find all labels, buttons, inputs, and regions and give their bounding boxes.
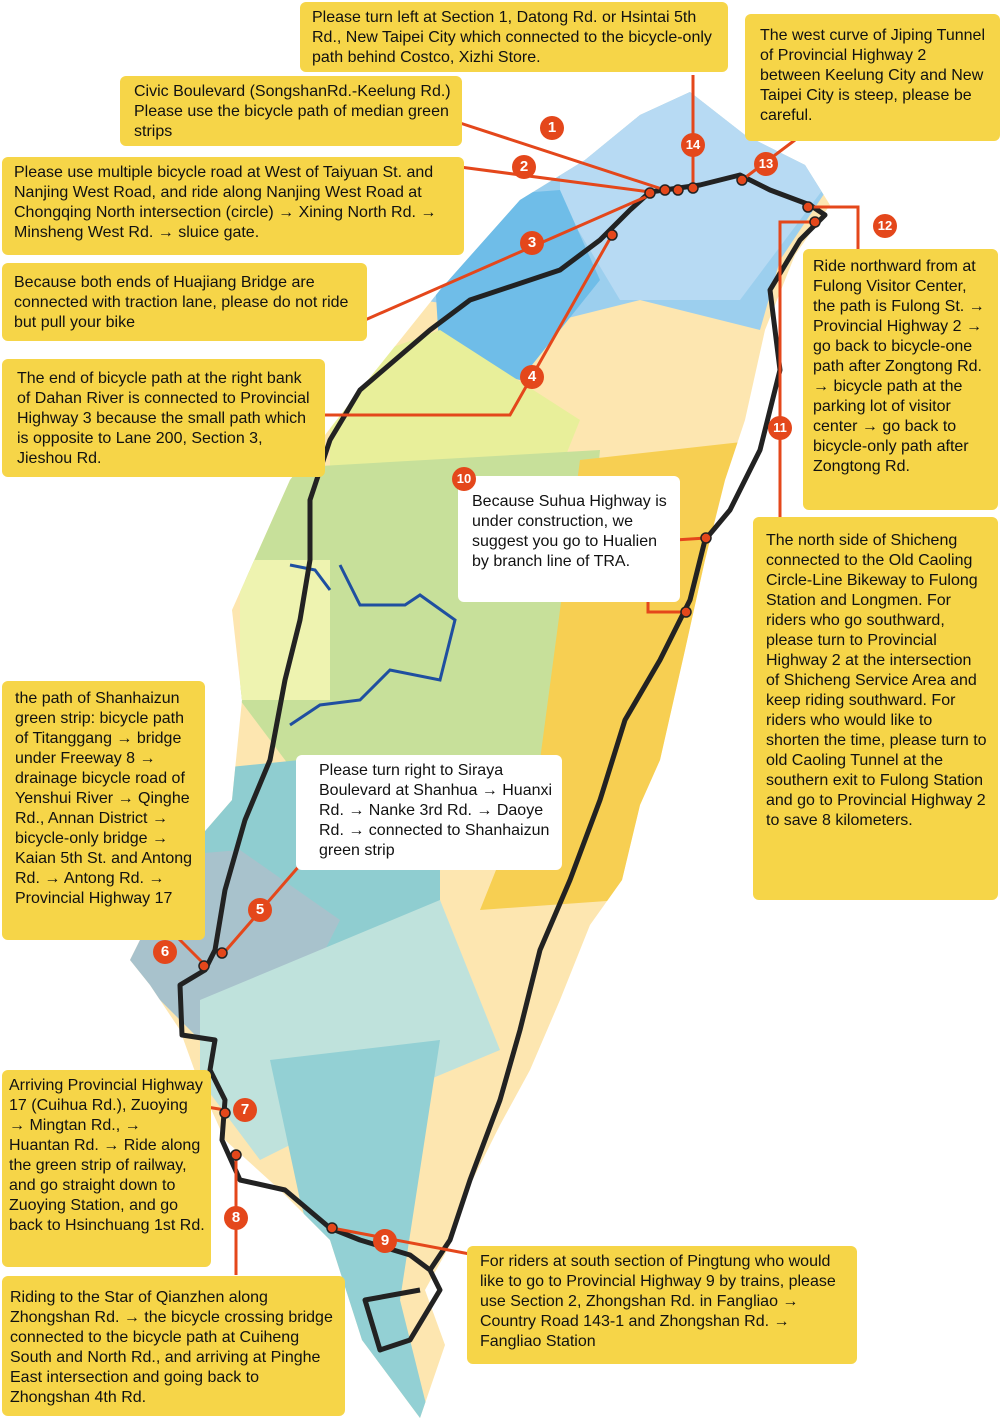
marker-13[interactable]: 13 bbox=[754, 152, 778, 176]
marker-12[interactable]: 12 bbox=[873, 214, 897, 238]
marker-2[interactable]: 2 bbox=[512, 155, 536, 179]
callout-3: Because both ends of Huajiang Bridge are… bbox=[2, 263, 367, 341]
marker-10[interactable]: 10 bbox=[452, 467, 476, 491]
callout-9: For riders at south section of Pingtung … bbox=[467, 1246, 857, 1364]
marker-14[interactable]: 14 bbox=[681, 133, 705, 157]
region-pingtung bbox=[270, 1040, 440, 1418]
callout-2: Please use multiple bicycle road at West… bbox=[2, 157, 464, 255]
route-points bbox=[198, 174, 821, 1234]
marker-4[interactable]: 4 bbox=[520, 365, 544, 389]
callout-6: the path of Shanhaizun green strip: bicy… bbox=[2, 681, 205, 940]
callout-12: Ride northward from at Fulong Visitor Ce… bbox=[803, 249, 998, 510]
callout-11: The north side of Shicheng connected to … bbox=[753, 517, 998, 900]
callout-10: Because Suhua Highway is under construct… bbox=[458, 476, 680, 602]
river bbox=[289, 563, 332, 591]
marker-5[interactable]: 5 bbox=[248, 898, 272, 922]
region-changhua bbox=[240, 560, 330, 700]
river bbox=[289, 564, 457, 727]
marker-11[interactable]: 11 bbox=[768, 416, 792, 440]
callout-leaders bbox=[173, 75, 860, 1275]
marker-7[interactable]: 7 bbox=[233, 1098, 257, 1122]
callout-7: Arriving Provincial Highway 17 (Cuihua R… bbox=[2, 1070, 211, 1267]
marker-3[interactable]: 3 bbox=[520, 231, 544, 255]
callout-13: The west curve of Jiping Tunnel of Provi… bbox=[745, 14, 1000, 141]
callout-8: Riding to the Star of Qianzhen along Zho… bbox=[2, 1276, 345, 1416]
callout-4: The end of bicycle path at the right ban… bbox=[2, 359, 325, 477]
marker-6[interactable]: 6 bbox=[153, 940, 177, 964]
callout-1: Civic Boulevard (SongshanRd.-Keelung Rd.… bbox=[120, 76, 462, 146]
marker-8[interactable]: 8 bbox=[224, 1206, 248, 1230]
marker-1[interactable]: 1 bbox=[540, 116, 564, 140]
callout-5: Please turn right to Siraya Boulevard at… bbox=[296, 755, 562, 870]
marker-9[interactable]: 9 bbox=[373, 1229, 397, 1253]
callout-14: Please turn left at Section 1, Datong Rd… bbox=[300, 2, 728, 72]
region-kaohsiung bbox=[200, 900, 500, 1160]
